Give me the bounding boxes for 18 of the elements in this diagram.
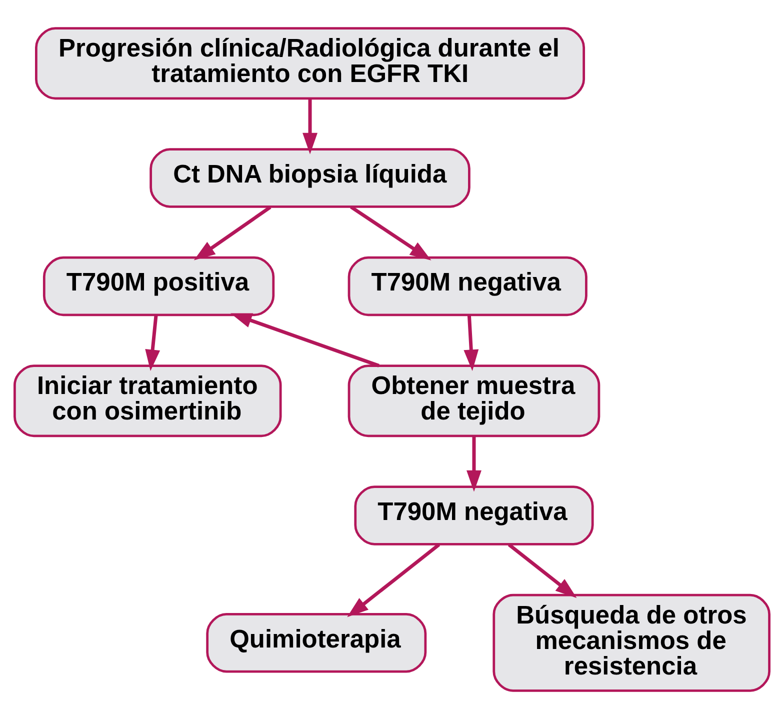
node-box: Iniciar tratamiento con osimertinib	[14, 364, 282, 438]
arrow	[194, 206, 272, 260]
arrow	[302, 98, 318, 154]
arrow	[508, 543, 577, 598]
node-box: T790M negativa	[348, 256, 588, 316]
arrow	[350, 205, 432, 260]
node-box: Quimioterapia	[206, 613, 427, 673]
node-box: Obtener muestra de tejido	[348, 364, 600, 438]
arrow	[230, 313, 380, 368]
node-box: T790M positiva	[42, 256, 275, 316]
arrow	[464, 315, 479, 371]
node-box: Búsqueda de otros mecanismos de resistencia	[492, 594, 770, 692]
arrow	[145, 315, 160, 371]
node-box: T790M negativa	[354, 486, 594, 546]
arrow	[466, 436, 482, 492]
arrow	[347, 543, 440, 618]
node-box: Ct DNA biopsia líquida	[150, 148, 470, 208]
node-box: Progresión clínica/Radiológica durante el tratamiento con EGFR TKI	[35, 27, 586, 100]
